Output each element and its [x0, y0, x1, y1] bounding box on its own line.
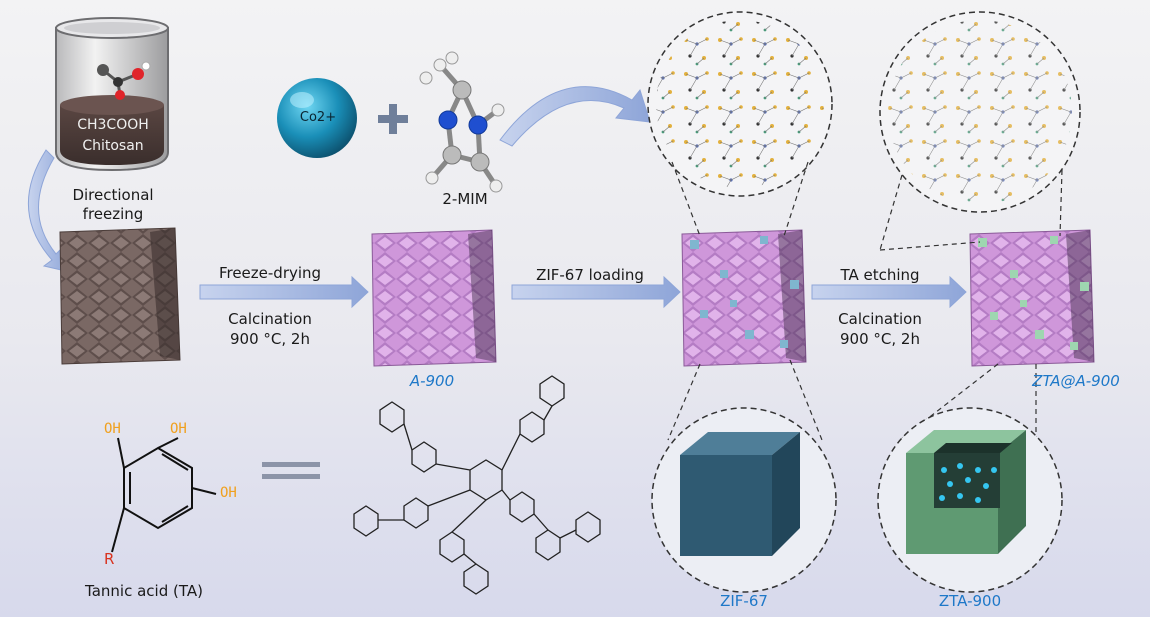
cobalt-ion-label: Co2+ — [299, 110, 337, 125]
a900-scaffold-icon — [371, 229, 497, 367]
hydroxyl-label-3: OH — [220, 485, 237, 501]
mim-label: 2-MIM — [442, 190, 488, 208]
condition-label-2: 900 °C, 2h — [840, 330, 920, 348]
zif67-scaffold-icon — [681, 229, 807, 367]
calcination-label-2: Calcination — [838, 310, 922, 328]
zta900-cube-zoom — [877, 363, 1063, 593]
zta-a900-scaffold-icon — [969, 229, 1095, 367]
beaker-solvent-label: CH3COOH — [77, 117, 149, 133]
directional-freezing-label: Directional freezing — [72, 186, 154, 223]
mim-molecule-icon — [419, 51, 505, 193]
tannic-acid-structure-icon — [353, 375, 601, 595]
plus-icon — [378, 104, 408, 134]
zta-structure-zoom — [879, 11, 1081, 251]
chitosan-scaffold-icon — [59, 227, 181, 365]
zif67-cube-zoom — [651, 359, 837, 593]
ta-etching-label: TA etching — [840, 266, 920, 284]
tannic-acid-label: Tannic acid (TA) — [85, 582, 203, 600]
equals-icon — [262, 462, 320, 479]
zif-loading-label: ZIF-67 loading — [536, 266, 644, 284]
r-group-label: R — [104, 550, 115, 568]
cobalt-ion-icon — [277, 78, 357, 158]
zta-a900-label: ZTA@A-900 — [1032, 372, 1120, 390]
freeze-drying-label: Freeze-drying — [218, 264, 322, 282]
zif67-structure-zoom — [647, 11, 833, 237]
beaker-solute-label: Chitosan — [82, 138, 144, 154]
zif67-label: ZIF-67 — [720, 592, 768, 610]
zta900-label: ZTA-900 — [938, 592, 1002, 610]
curved-arrow-icon — [499, 86, 651, 147]
calcination-label-1: Calcination — [228, 310, 312, 328]
hydroxyl-label-1: OH — [104, 421, 121, 437]
process-arrow-icon — [511, 275, 681, 309]
a900-label: A-900 — [409, 372, 455, 390]
process-arrow-icon — [811, 275, 967, 309]
hydroxyl-label-2: OH — [170, 421, 187, 437]
beaker-icon — [55, 17, 169, 172]
condition-label-1: 900 °C, 2h — [230, 330, 310, 348]
tannic-acid-ring-icon — [111, 437, 217, 553]
process-arrow-icon — [199, 275, 369, 309]
